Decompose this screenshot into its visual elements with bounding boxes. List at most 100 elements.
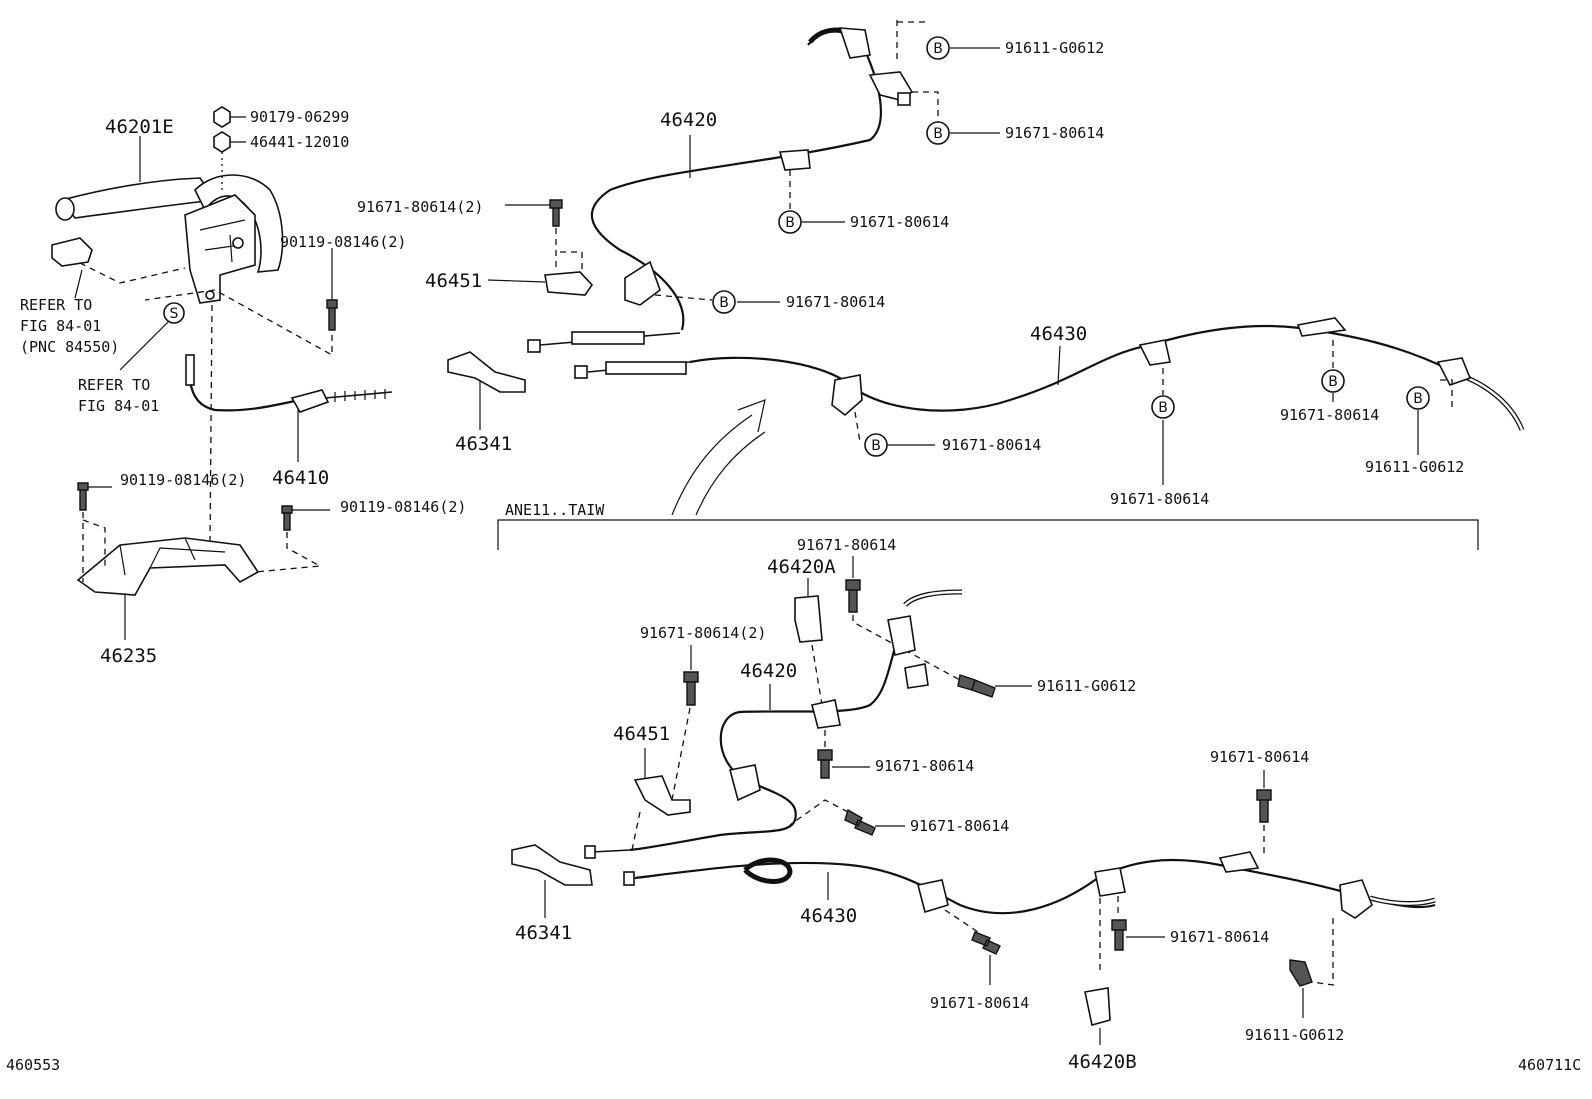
b-circle-leaders	[737, 47, 1000, 446]
part-46420a-dash	[811, 644, 823, 706]
b4-dash	[654, 294, 713, 301]
low-bolt-top-dash	[852, 615, 961, 681]
label-b4-91671: 91671-80614	[786, 293, 885, 311]
cable-46420-rod-sleeve	[571, 331, 645, 345]
label-46420a: 46420A	[767, 556, 836, 578]
low-cable-46420-rod	[591, 849, 631, 853]
low-cable-46430-loop	[743, 857, 793, 884]
low-cable-46430-clip-b	[1094, 867, 1126, 897]
b2-dash	[912, 91, 939, 122]
b-circles: B B B B B B B B S	[170, 36, 1430, 457]
variant-arrow	[671, 399, 766, 516]
b-circle-8	[1406, 386, 1430, 410]
cable-46420-end-spring	[808, 27, 846, 44]
label-low-46341: 46341	[515, 922, 572, 944]
label-90119-a: 90119-08146(2)	[120, 471, 246, 489]
low-cable-46430-clip-a	[917, 879, 949, 914]
clamp-46451-shape	[544, 271, 594, 296]
bolt-90119-a-dash	[82, 512, 106, 582]
label-low-46430: 46430	[800, 905, 857, 927]
variant-arrow-line-1	[671, 414, 753, 516]
low-cable-46430-clip-c	[1218, 851, 1260, 873]
b-circle-3-text: B	[785, 215, 795, 231]
b-circle-2	[926, 121, 950, 145]
lever-bracket-body	[184, 194, 256, 304]
front-cable-46410	[188, 359, 301, 412]
low-cable-46420-spring-inner	[904, 590, 963, 606]
lever-to-bracket-dash	[209, 304, 213, 546]
bolt-90119-shape	[326, 299, 338, 331]
figure-code-right: 460711C	[1518, 1056, 1581, 1074]
label-46420b: 46420B	[1068, 1051, 1137, 1073]
s-mark-text: S	[170, 306, 179, 322]
b-circle-6	[1151, 395, 1175, 419]
label-46201e: 46201E	[105, 116, 174, 138]
low-bolt-c-shape	[817, 749, 833, 779]
label-variant-header: ANE11..TAIW	[505, 501, 605, 519]
cable-46430-clip-a	[831, 374, 863, 417]
brake-switch-shape	[51, 237, 93, 267]
label-90179-06299: 90179-06299	[250, 108, 349, 126]
bolt-90119-a-shape	[77, 482, 89, 511]
front-cable-rod	[324, 391, 393, 399]
bracket-46235-details	[119, 537, 226, 576]
lever-grip-end	[55, 197, 75, 221]
b-circle-8-text: B	[1413, 391, 1423, 407]
b-circle-7	[1321, 369, 1345, 393]
label-low-bolt-2: 91671-80614(2)	[640, 624, 766, 642]
low-bolt-r3-shape	[971, 931, 1001, 955]
low-cable-46420-end-fitting	[887, 615, 916, 656]
label-46430: 46430	[1030, 323, 1087, 345]
s-mark-leader	[119, 321, 169, 371]
label-46235: 46235	[100, 645, 157, 667]
bolt-90119-b-dash	[254, 532, 323, 573]
low-bolt-top-shape	[845, 579, 861, 613]
low-cable-46430-line	[634, 858, 1436, 915]
cable-46420-rod-end	[527, 339, 541, 353]
cable-46430-rod-sleeve	[605, 361, 687, 375]
cable-46420-clip-lower	[624, 260, 661, 306]
part-46420b-shape	[1084, 987, 1111, 1026]
b-circle-1	[926, 36, 950, 60]
cable-46430-dashes	[854, 340, 1453, 443]
low-bolt-r1-shape	[1256, 789, 1272, 823]
label-refer2-line1: REFER TO	[78, 376, 150, 394]
cable-46430-end-bracket	[1436, 357, 1472, 386]
cable-46430-rod-end	[574, 365, 588, 379]
low-cable-46420-line	[629, 619, 906, 852]
low-bolt-d-shape	[844, 808, 876, 836]
refer1-leader	[74, 269, 83, 299]
low-cable-46420-clip-a	[811, 699, 841, 729]
label-b3-91671: 91671-80614	[850, 213, 949, 231]
low-46341-shape	[511, 844, 593, 886]
front-cable-end-fitting	[185, 354, 195, 386]
label-refer1-line1: REFER TO	[20, 296, 92, 314]
label-b1-91611: 91611-G0612	[1005, 39, 1104, 57]
label-b6-91671: 91671-80614	[1110, 490, 1209, 508]
b-circle-4-text: B	[719, 295, 729, 311]
lever-lower-hole	[205, 290, 215, 300]
label-refer1-line2: FIG 84-01	[20, 317, 101, 335]
parking-brake-lever-group	[51, 106, 393, 640]
b-circle-5	[864, 433, 888, 457]
s-mark-circle	[163, 302, 185, 324]
label-low-bolt-top: 91671-80614	[797, 536, 896, 554]
label-low-46451: 46451	[613, 723, 670, 745]
b-circle-4	[712, 290, 736, 314]
cable-46420-bracket-nut	[897, 92, 911, 106]
low-bolt-d-dash	[789, 799, 849, 826]
lower-variant-group	[511, 556, 1436, 1045]
variant-arrow-line-2	[695, 431, 766, 516]
cable-46430-b-leaders	[1162, 393, 1419, 485]
label-b8-91611: 91611-G0612	[1365, 458, 1464, 476]
variant-bracket-frame	[497, 519, 1479, 550]
label-46410: 46410	[272, 467, 329, 489]
bolt-top-2-shape	[549, 199, 563, 227]
lever-pivot	[232, 237, 244, 249]
low-g0612-b-shape	[1289, 959, 1313, 987]
label-90119-b: 90119-08146(2)	[340, 498, 466, 516]
front-cable-rod-threads	[334, 389, 386, 402]
label-low-91611-b: 91611-G0612	[1245, 1026, 1344, 1044]
cable-46420-end-fitting	[838, 27, 871, 59]
